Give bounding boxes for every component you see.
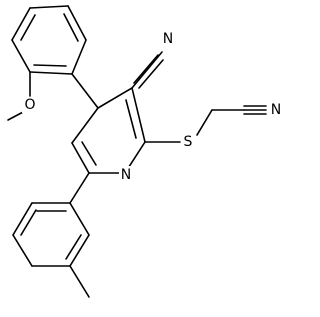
bond [97,87,133,109]
bond [131,87,146,143]
bond [196,109,213,136]
nitrile-top [131,51,164,89]
bond [11,39,31,73]
bond [12,202,33,236]
bond [63,13,79,42]
atom-label-nitrile-n: N [163,31,173,47]
bond [69,265,90,298]
tolyl-ring [12,172,90,267]
bond [71,39,87,75]
molecule-diagram: N S N N O [7,5,284,298]
bond [71,142,90,174]
bond [69,172,90,204]
bond [71,107,99,144]
atom-labels: N S N N O [22,30,284,183]
bond [131,51,163,89]
bond [69,202,90,236]
bond [65,234,82,260]
atom-label-pyridine-n: N [121,167,131,183]
atom-label-oxygen: O [24,97,35,113]
bond [12,234,33,267]
bond [20,14,36,41]
bond [138,59,164,89]
bond [67,5,87,41]
bond [81,141,97,166]
structure-canvas: N S N N O [7,5,284,298]
bond [71,73,99,109]
bond [125,99,137,139]
bond [69,234,90,267]
atom-label-nitrile-n: N [271,102,281,118]
bond [11,7,31,41]
bond [133,54,159,84]
pyridine-ring [71,87,146,174]
bond [20,209,37,236]
methoxyphenyl-ring [11,5,99,109]
bond [29,5,69,9]
cyanomethyl-group [196,105,267,136]
atom-label-sulfur: S [184,134,193,150]
bond [33,64,67,67]
bond [29,71,73,75]
